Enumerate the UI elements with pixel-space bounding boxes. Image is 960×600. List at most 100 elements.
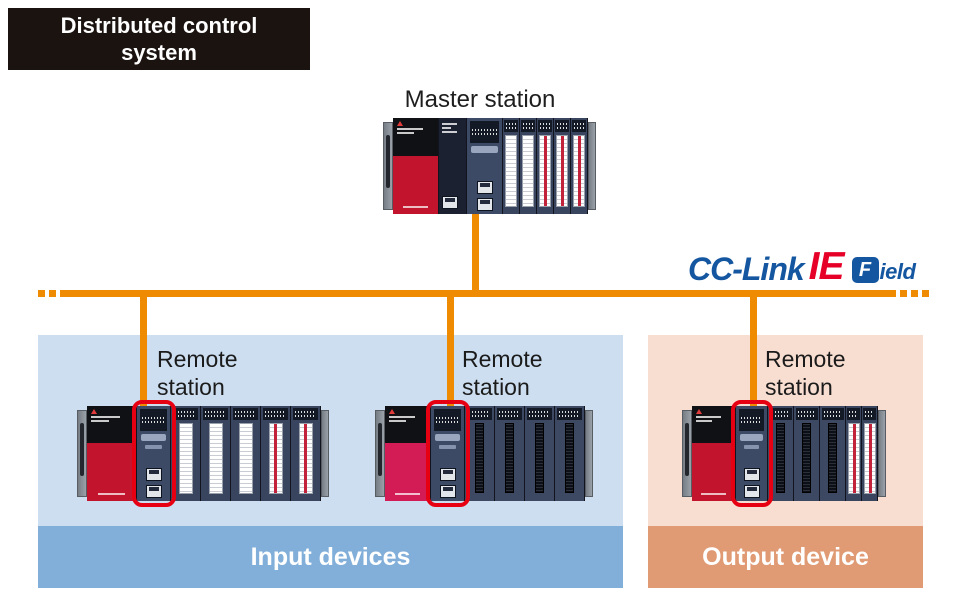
- remote2-drop-line: [447, 293, 454, 409]
- led-indicator-block: [769, 408, 792, 420]
- led-row: [264, 411, 287, 413]
- ethernet-port: [145, 468, 162, 481]
- led-row: [472, 129, 497, 131]
- connector-slot: [505, 423, 514, 493]
- end-plate-slot: [80, 422, 84, 476]
- led-indicator-block: [470, 121, 499, 143]
- led-row: [436, 417, 459, 419]
- mitsubishi-logo-icon: [389, 409, 395, 414]
- network-trunk-line: [66, 290, 896, 297]
- network-dash-left: [38, 290, 45, 297]
- led-indicator-block: [821, 408, 844, 420]
- led-row: [468, 411, 491, 413]
- microtext: [91, 420, 110, 422]
- led-indicator-block: [496, 408, 523, 420]
- led-indicator-block: [232, 408, 259, 420]
- remote-station3-device: [682, 400, 886, 507]
- rack-end-plate: [321, 410, 329, 497]
- io-module: [571, 118, 588, 214]
- led-indicator-block: [554, 120, 570, 132]
- io-module: [846, 406, 862, 501]
- remote-station1-device: [77, 400, 329, 507]
- led-indicator-block: [292, 408, 319, 420]
- remote1-drop-line: [140, 293, 147, 409]
- master-drop-line: [472, 213, 479, 291]
- module-faceplate: [692, 406, 735, 444]
- output-device-zone: Output device: [648, 335, 923, 588]
- microtext: [402, 206, 429, 208]
- remote3-label: Remote station: [765, 345, 846, 401]
- io-connector-module: [495, 406, 525, 501]
- led-row: [848, 415, 859, 417]
- led-row: [741, 417, 762, 419]
- connector-slot: [565, 423, 574, 493]
- cpu-module: [439, 118, 467, 214]
- remote1-label-line1: Remote: [157, 346, 238, 372]
- rack-end-plate: [878, 410, 886, 497]
- led-row: [539, 123, 551, 125]
- led-row: [797, 411, 816, 413]
- power-cpu-module: [87, 406, 137, 501]
- led-row: [505, 123, 517, 125]
- module-faceplate: [385, 406, 430, 444]
- led-row: [294, 415, 317, 417]
- led-row: [204, 415, 227, 417]
- led-row: [823, 415, 842, 417]
- rack-end-plate: [682, 410, 692, 497]
- io-module: [291, 406, 321, 501]
- connector-slot: [828, 423, 837, 493]
- ethernet-port: [439, 468, 456, 481]
- network-module-highlight-wrap: [731, 400, 773, 507]
- led-row: [864, 411, 875, 413]
- led-row: [556, 123, 568, 125]
- power-supply-body: [692, 443, 735, 501]
- led-row: [174, 411, 197, 413]
- ethernet-port: [145, 485, 162, 498]
- master-station-device: [383, 118, 596, 214]
- network-module: [137, 406, 171, 501]
- logo-ield-text: ield: [879, 259, 916, 284]
- end-plate-slot: [378, 422, 382, 476]
- led-indicator-block: [202, 408, 229, 420]
- led-indicator-block: [571, 120, 587, 132]
- rack-end-plate: [585, 410, 593, 497]
- led-row: [174, 415, 197, 417]
- highlight-ring: [731, 400, 773, 507]
- io-module: [171, 406, 201, 501]
- led-row: [142, 417, 165, 419]
- led-row: [294, 411, 317, 413]
- led-indicator-block: [526, 408, 553, 420]
- usb-label: [743, 445, 760, 449]
- io-module: [537, 118, 554, 214]
- power-cpu-module: [692, 406, 736, 501]
- led-row: [234, 415, 257, 417]
- remote3-label-line1: Remote: [765, 346, 846, 372]
- led-row: [864, 415, 875, 417]
- led-row: [505, 127, 517, 129]
- led-indicator-block: [795, 408, 818, 420]
- terminal-strip: [178, 423, 193, 494]
- network-dash-right: [900, 290, 907, 297]
- logo-f-badge: F: [851, 257, 879, 283]
- remote1-label: Remote station: [157, 345, 238, 401]
- io-connector-module: [555, 406, 585, 501]
- terminal-strip: [847, 423, 860, 494]
- output-device-bar: Output device: [648, 526, 923, 588]
- led-row: [498, 411, 521, 413]
- led-indicator-block: [520, 120, 536, 132]
- led-row: [142, 421, 165, 423]
- led-row: [848, 411, 859, 413]
- usb-label: [145, 445, 162, 449]
- remote3-label-line2: station: [765, 374, 833, 401]
- network-dash-left: [49, 290, 56, 297]
- microtext: [696, 416, 721, 418]
- microtext: [394, 493, 421, 495]
- network-dash-left: [60, 290, 67, 297]
- terminal-strip: [573, 135, 585, 207]
- ethernet-port: [439, 485, 456, 498]
- microtext: [389, 420, 406, 422]
- led-row: [558, 415, 581, 417]
- led-row: [558, 411, 581, 413]
- led-row: [436, 421, 459, 423]
- led-row: [771, 411, 790, 413]
